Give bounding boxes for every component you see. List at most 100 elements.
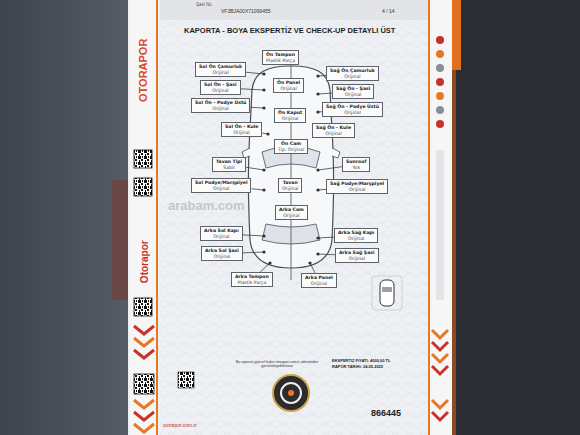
car-icon [372, 276, 402, 310]
right-band [436, 78, 444, 86]
part-status: Orijinal [205, 254, 239, 260]
leader-line [246, 167, 264, 170]
leader-dot [316, 74, 319, 77]
part-name: Sağ Ön - Podye Üstü [326, 104, 379, 110]
part-box: Arka Sol ŞasiOrijinal [201, 246, 243, 261]
part-status: Orijinal [336, 92, 370, 98]
part-box: Sağ Ön - Podye ÜstüOrijinal [322, 102, 383, 117]
leader-dot [262, 250, 265, 253]
part-box: Ön KaputOrijinal [274, 108, 306, 123]
right-band [436, 50, 444, 58]
car-icon [380, 280, 394, 306]
part-box: TavanOrijinal [278, 178, 302, 193]
leader-dot [266, 132, 269, 135]
left-band [134, 350, 154, 358]
part-box: Arka Sol KapıOrijinal [200, 226, 243, 241]
car-top-view [242, 60, 340, 280]
report-logo [273, 375, 309, 411]
part-status: Orijinal [305, 281, 333, 287]
part-box: Sol Podye/MarşpiyelOrijinal [191, 178, 251, 193]
part-status: Orijinal [339, 256, 375, 262]
part-name: Sağ Ön - Kule [316, 125, 351, 131]
right-band [436, 106, 444, 114]
leader-line [250, 107, 264, 109]
right-band [432, 412, 448, 420]
part-box: Arka Sağ ŞasiOrijinal [335, 248, 379, 263]
report-date: RAPOR TARİHİ: 24.05.2025 [332, 365, 383, 370]
right-band [428, 0, 452, 435]
part-name: Ön Tampon [266, 52, 295, 58]
leader-dot [262, 234, 265, 237]
part-box: Ön TamponPlastik Parça [262, 50, 299, 65]
report-logo [281, 383, 301, 403]
part-status: Orijinal [278, 116, 302, 122]
car-top-view [332, 148, 340, 158]
part-status: Orijinal [204, 234, 239, 240]
leader-line [246, 72, 264, 74]
part-status: Tip: Orijinal [278, 147, 304, 153]
part-status: Plastik Parça [266, 58, 295, 64]
leader-dot [262, 72, 265, 75]
part-status: Orijinal [204, 88, 237, 94]
part-name: Arka Sağ Kapı [338, 230, 374, 236]
part-name: Sol Ön Çamurluk [199, 64, 242, 70]
part-name: Sol Podye/Marşpiyel [195, 180, 247, 186]
part-name: Ön Panel [277, 80, 300, 86]
part-status: Orijinal [279, 213, 304, 219]
part-name: Tavan [282, 180, 298, 186]
right-band [436, 92, 444, 100]
part-status: Orijinal [195, 186, 247, 192]
part-box: Sol Ön - Podye ÜstüOrijinal [191, 98, 250, 113]
page-number: 4 / 14 [382, 9, 395, 15]
left-band [156, 0, 158, 435]
part-name: Sunroof [346, 159, 366, 165]
leader-line [318, 237, 334, 239]
part-status: Orijinal [225, 130, 258, 136]
part-box: Arka TamponPlastik Parça [231, 272, 273, 287]
left-band [134, 326, 154, 334]
part-status: Orijinal [330, 74, 375, 80]
part-name: Sol Ön - Podye Üstü [195, 100, 246, 106]
left-band [134, 412, 154, 420]
right-band [432, 342, 448, 350]
part-name: Arka Sol Kapı [204, 228, 239, 234]
background [452, 70, 456, 435]
report-logo [288, 390, 294, 396]
part-box: Arka PanelOrijinal [301, 273, 337, 288]
left-band [134, 150, 152, 168]
part-box: Sol Ön - ŞasiOrijinal [200, 80, 241, 95]
leader-line [241, 89, 264, 90]
leader-dot [316, 110, 319, 113]
leader-line [310, 263, 315, 273]
website: otorapor.com.tr [163, 423, 197, 429]
left-band [134, 424, 154, 432]
leader-line [243, 235, 264, 236]
price: EKSPERTİZ FİYATI: 4000,00 TL [332, 359, 390, 364]
part-name: Arka Cam [279, 207, 304, 213]
leader-line [318, 93, 332, 95]
part-box: Ön PanelOrijinal [273, 78, 304, 93]
background [452, 0, 580, 435]
part-name: Tavan Tipi [216, 159, 242, 165]
right-band [436, 64, 444, 72]
serial-number: 866445 [371, 408, 401, 418]
part-name: Ön Cam [278, 141, 304, 147]
paper [160, 0, 428, 435]
part-status: Orijinal [282, 186, 298, 192]
part-box: Sağ Ön - ŞasiOrijinal [332, 84, 374, 99]
right-band [432, 366, 448, 374]
right-band [428, 0, 430, 435]
leader-dot [316, 168, 319, 171]
part-name: Sağ Podye/Marşpiyel [330, 181, 384, 187]
leader-dot [316, 188, 319, 191]
left-band [134, 400, 154, 408]
part-status: Orijinal [326, 110, 379, 116]
leader-line [251, 189, 264, 190]
paper [128, 0, 452, 435]
report-title: KAPORTA - BOYA EKSPERTİZ VE CHECK-UP DET… [184, 26, 395, 35]
left-band [134, 178, 152, 196]
paper [128, 0, 452, 435]
leader-dot [316, 92, 319, 95]
part-status: Yok [346, 165, 366, 171]
